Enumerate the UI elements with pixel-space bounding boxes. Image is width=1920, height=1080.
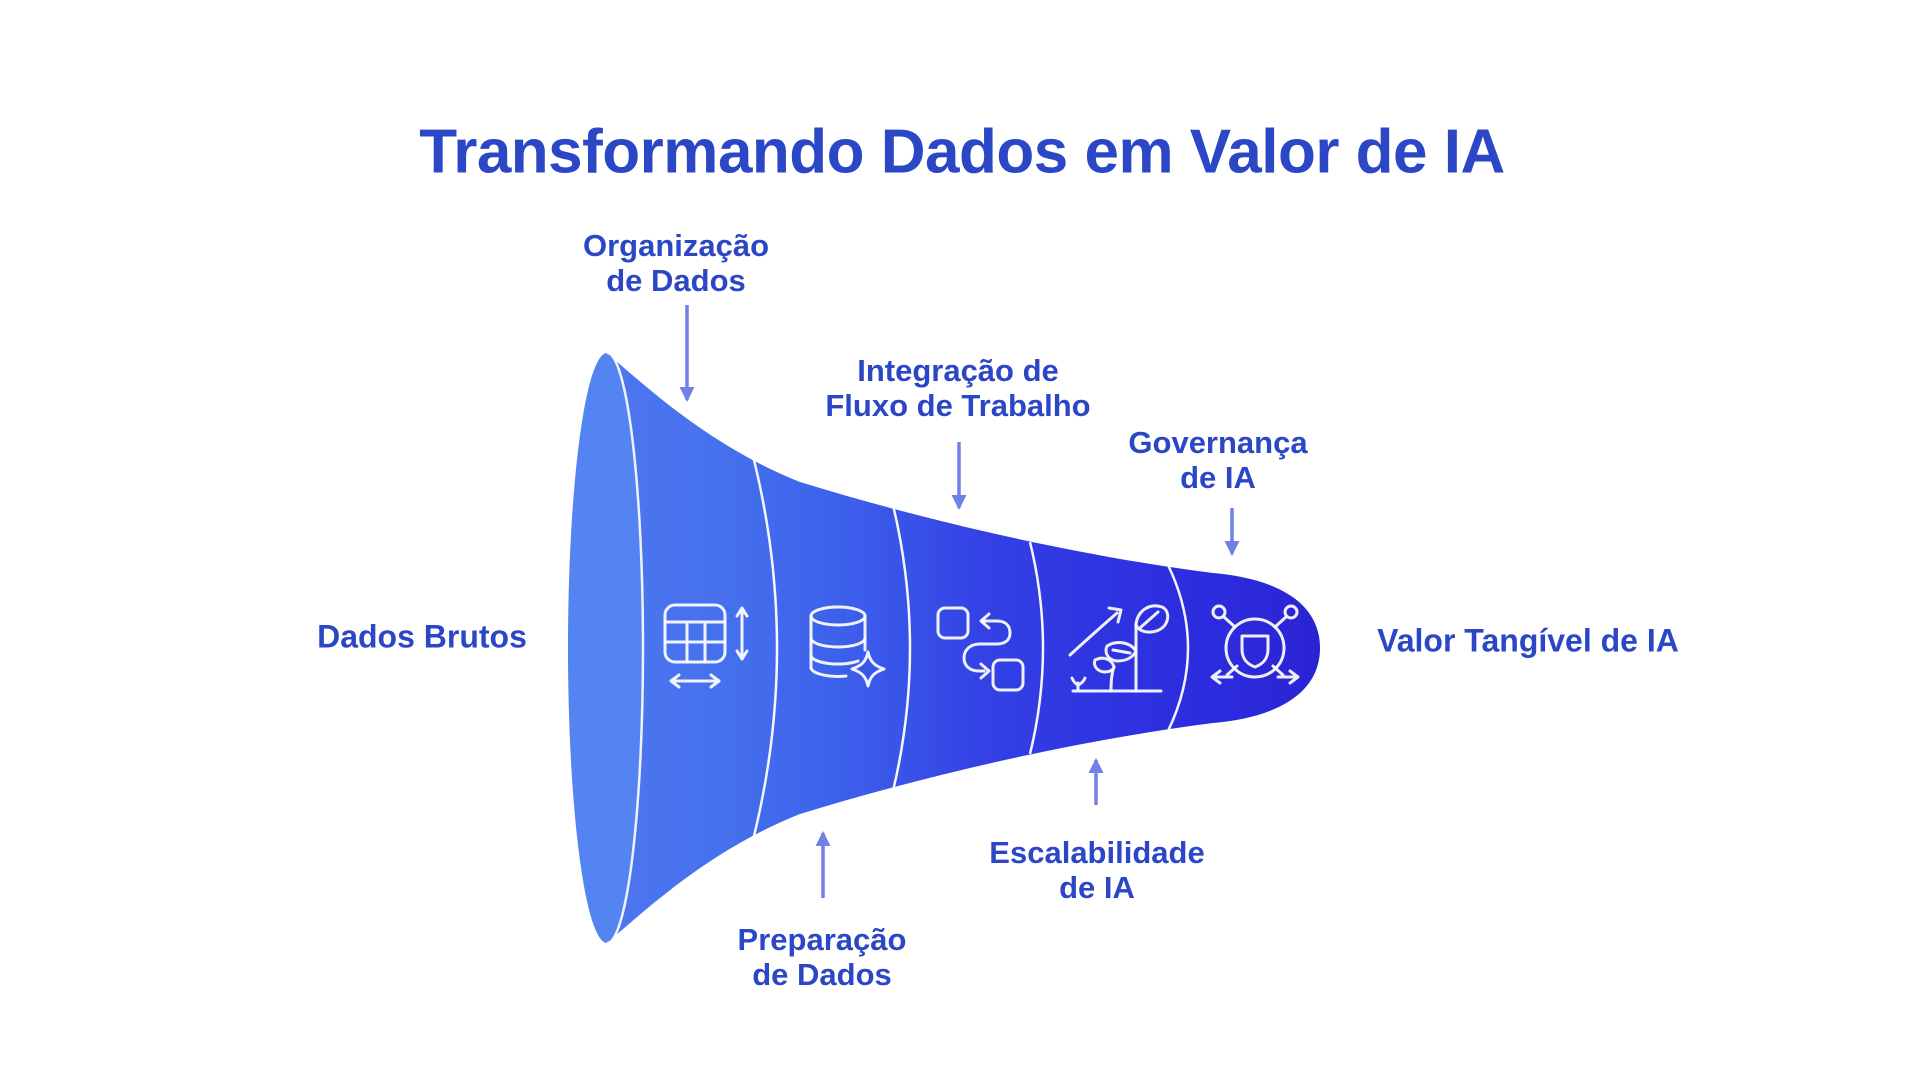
funnel-bell-shape: [607, 353, 1320, 943]
divider-4: [1166, 564, 1190, 732]
divider-2: [891, 504, 912, 792]
workflow-steps-icon: [936, 606, 1025, 692]
shield-network-icon: [1210, 604, 1300, 685]
funnel-mouth-inner-edge: [606, 351, 645, 945]
growth-plant-icon: [1068, 604, 1170, 693]
divider-1: [750, 451, 779, 845]
divider-3: [1028, 541, 1045, 755]
funnel-mouth-rim: [568, 353, 643, 943]
table-columns-resize-icon: [663, 603, 749, 689]
database-sparkle-icon: [809, 605, 886, 688]
segment-dividers: [750, 451, 1190, 845]
